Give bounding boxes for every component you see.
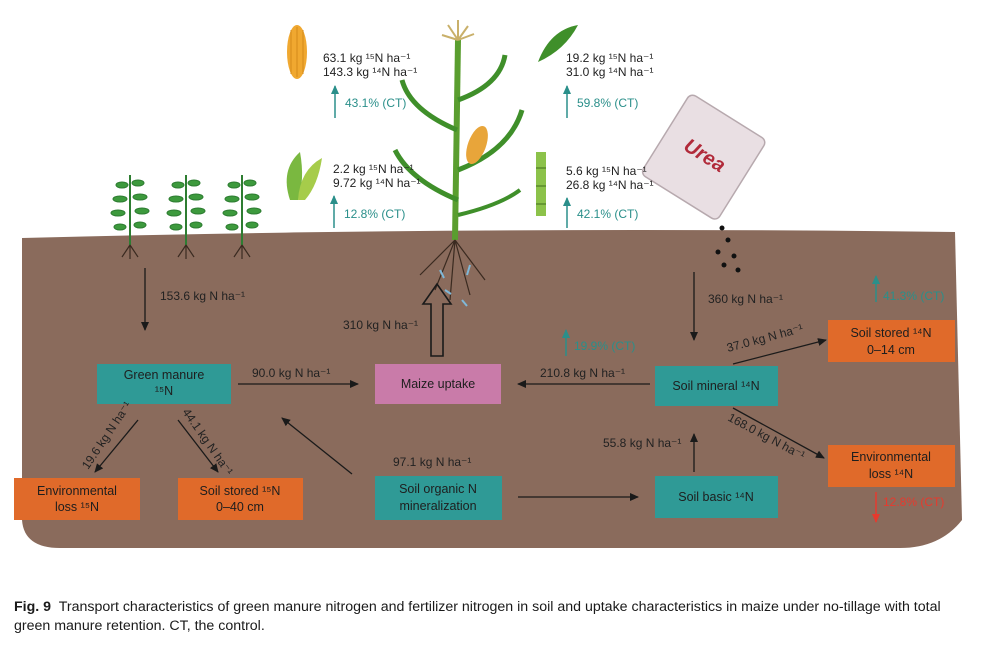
environmental-loss-14n-box: Environmental loss ¹⁴N [828, 445, 955, 487]
husk-n14: 9.72 kg ¹⁴N ha⁻¹ [333, 176, 421, 190]
svg-text:Soil basic ¹⁴N: Soil basic ¹⁴N [678, 490, 754, 504]
svg-text:0–40 cm: 0–40 cm [216, 500, 264, 514]
svg-text:Soil mineral ¹⁴N: Soil mineral ¹⁴N [672, 379, 759, 393]
svg-text:Environmental: Environmental [851, 450, 931, 464]
basic-to-mineral-label: 55.8 kg N ha⁻¹ [603, 436, 681, 450]
green-manure-box: Green manure ¹⁵N [97, 364, 231, 404]
urea-granules-icon [715, 225, 741, 273]
maize-leaf-icon [538, 25, 578, 62]
grain-n14: 143.3 kg ¹⁴N ha⁻¹ [323, 65, 417, 79]
stem-n15: 5.6 kg ¹⁵N ha⁻¹ [566, 164, 647, 178]
pct-stored-label: 41.3% (CT) [883, 289, 944, 303]
nitrogen-flow-diagram: Urea 63.1 kg ¹⁵N ha⁻¹ 143.3 kg ¹⁴N ha⁻¹ … [14, 20, 962, 548]
mineral-to-uptake-label: 210.8 kg N ha⁻¹ [540, 366, 625, 380]
svg-text:mineralization: mineralization [399, 499, 476, 513]
green-manure-plants-icon [110, 175, 262, 259]
pct-uptake-label: 19.9% (CT) [574, 339, 635, 353]
soil-stored-15n-box: Soil stored ¹⁵N 0–40 cm [178, 478, 303, 520]
grain-n15: 63.1 kg ¹⁵N ha⁻¹ [323, 51, 410, 65]
organic-label: 97.1 kg N ha⁻¹ [393, 455, 471, 469]
stem-pct: 42.1% (CT) [577, 207, 638, 221]
svg-text:Green manure: Green manure [124, 368, 205, 382]
corn-ear-icon [287, 25, 307, 79]
soil-stored-14n-box: Soil stored ¹⁴N 0–14 cm [828, 320, 955, 362]
uptake-hollow-arrow [421, 282, 453, 357]
husk-n15: 2.2 kg ¹⁵N ha⁻¹ [333, 162, 414, 176]
svg-text:loss ¹⁵N: loss ¹⁵N [55, 500, 99, 514]
svg-text:¹⁵N: ¹⁵N [155, 384, 173, 398]
soil-basic-box: Soil basic ¹⁴N [655, 476, 778, 518]
soil-mineral-box: Soil mineral ¹⁴N [655, 366, 778, 406]
maize-plant-icon [392, 20, 525, 307]
pct-loss-label: 12.8% (CT) [883, 495, 944, 509]
figure-caption: Fig. 9 Transport characteristics of gree… [14, 598, 974, 636]
urea-input-label: 360 kg N ha⁻¹ [708, 292, 783, 306]
caption-label: Fig. 9 [14, 599, 52, 615]
svg-text:Environmental: Environmental [37, 484, 117, 498]
caption-text: Transport characteristics of green manur… [14, 599, 941, 634]
gm-to-uptake-label: 90.0 kg N ha⁻¹ [252, 366, 330, 380]
maize-stem-icon [536, 152, 546, 216]
gm-input-label: 153.6 kg N ha⁻¹ [160, 289, 245, 303]
svg-text:loss ¹⁴N: loss ¹⁴N [869, 467, 913, 481]
leaf-n14: 31.0 kg ¹⁴N ha⁻¹ [566, 65, 654, 79]
urea-bag-icon: Urea [641, 94, 766, 220]
husk-pct: 12.8% (CT) [344, 207, 405, 221]
stem-n14: 26.8 kg ¹⁴N ha⁻¹ [566, 178, 654, 192]
svg-text:Soil organic N: Soil organic N [399, 482, 477, 496]
leaf-pct: 59.8% (CT) [577, 96, 638, 110]
soil-organic-box: Soil organic N mineralization [375, 476, 502, 520]
svg-text:Soil stored ¹⁵N: Soil stored ¹⁵N [200, 484, 281, 498]
svg-text:0–14 cm: 0–14 cm [867, 343, 915, 357]
grain-pct: 43.1% (CT) [345, 96, 406, 110]
maize-uptake-box: Maize uptake [375, 364, 501, 404]
corn-husk-icon [286, 152, 322, 200]
environmental-loss-15n-box: Environmental loss ¹⁵N [14, 478, 140, 520]
svg-text:Maize uptake: Maize uptake [401, 377, 475, 391]
svg-text:Soil stored ¹⁴N: Soil stored ¹⁴N [850, 326, 931, 340]
uptake-total-label: 310 kg N ha⁻¹ [343, 318, 418, 332]
leaf-n15: 19.2 kg ¹⁵N ha⁻¹ [566, 51, 653, 65]
